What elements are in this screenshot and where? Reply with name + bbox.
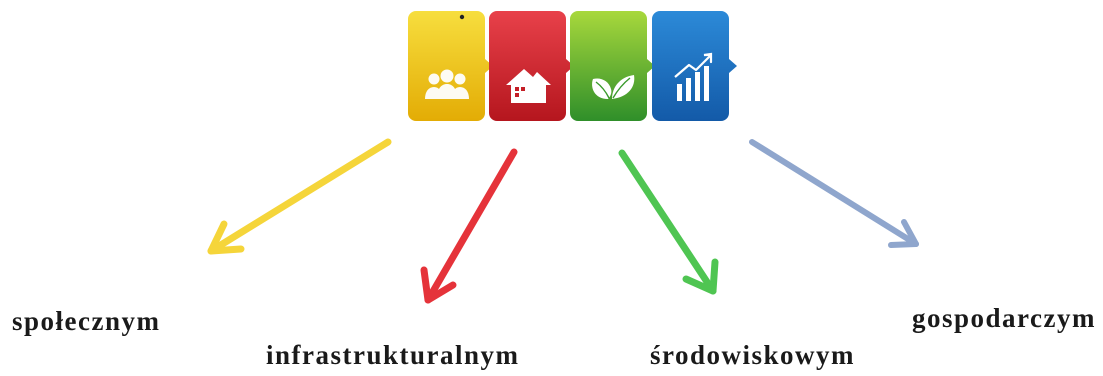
label-environmental: środowiskowym	[650, 340, 856, 370]
leaf-icon	[570, 11, 655, 121]
label-economic: gospodarczym	[912, 303, 1096, 333]
arrow-environmental	[618, 149, 719, 295]
arrow-infrastructure	[420, 148, 518, 304]
arrow-social	[207, 138, 392, 255]
label-social: społecznym	[12, 306, 161, 336]
house-icon	[489, 11, 574, 121]
growth-chart-icon	[652, 11, 737, 121]
arrow-economic	[749, 139, 919, 248]
label-infrastructure: infrastrukturalnym	[266, 340, 520, 370]
people-icon	[408, 11, 493, 121]
